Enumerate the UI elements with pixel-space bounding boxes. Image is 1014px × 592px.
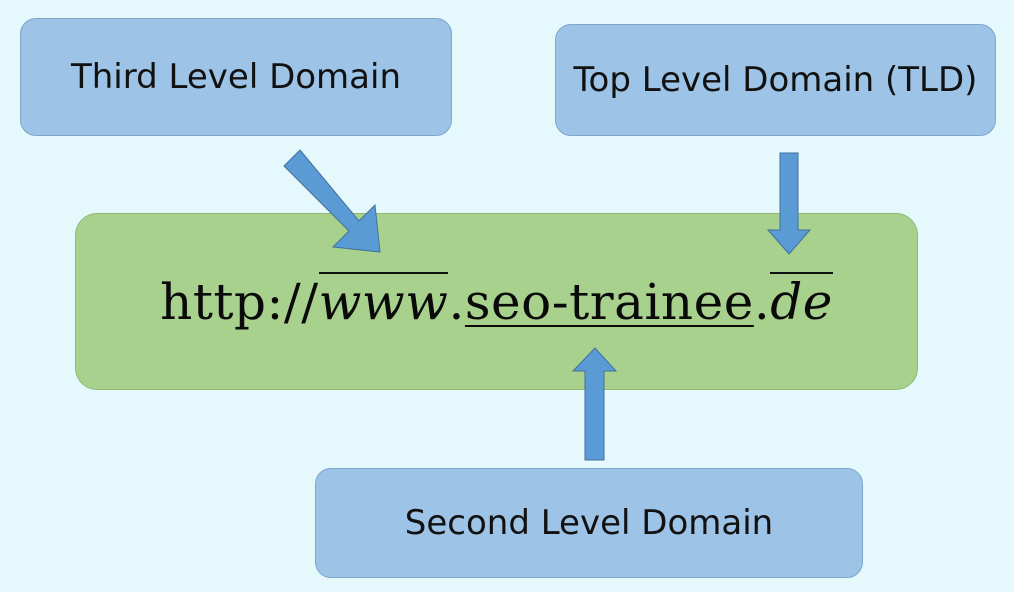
top-level-domain-label: Top Level Domain (TLD) xyxy=(573,60,978,100)
second-level-domain-box: Second Level Domain xyxy=(315,468,863,578)
url-top-level-segment: de xyxy=(770,272,833,331)
url-prefix: http:// xyxy=(160,273,319,331)
top-level-domain-box: Top Level Domain (TLD) xyxy=(555,24,996,136)
third-level-domain-label: Third Level Domain xyxy=(70,57,402,97)
url-dot-1: . xyxy=(448,273,465,331)
second-level-domain-label: Second Level Domain xyxy=(404,503,774,543)
url-text: http://www.seo-trainee.de xyxy=(160,272,833,331)
url-third-level-segment: www xyxy=(318,272,449,331)
url-dot-2: . xyxy=(753,273,771,331)
url-second-level-segment: seo-trainee xyxy=(464,273,754,331)
third-level-domain-box: Third Level Domain xyxy=(20,18,452,136)
url-box: http://www.seo-trainee.de xyxy=(75,213,918,390)
